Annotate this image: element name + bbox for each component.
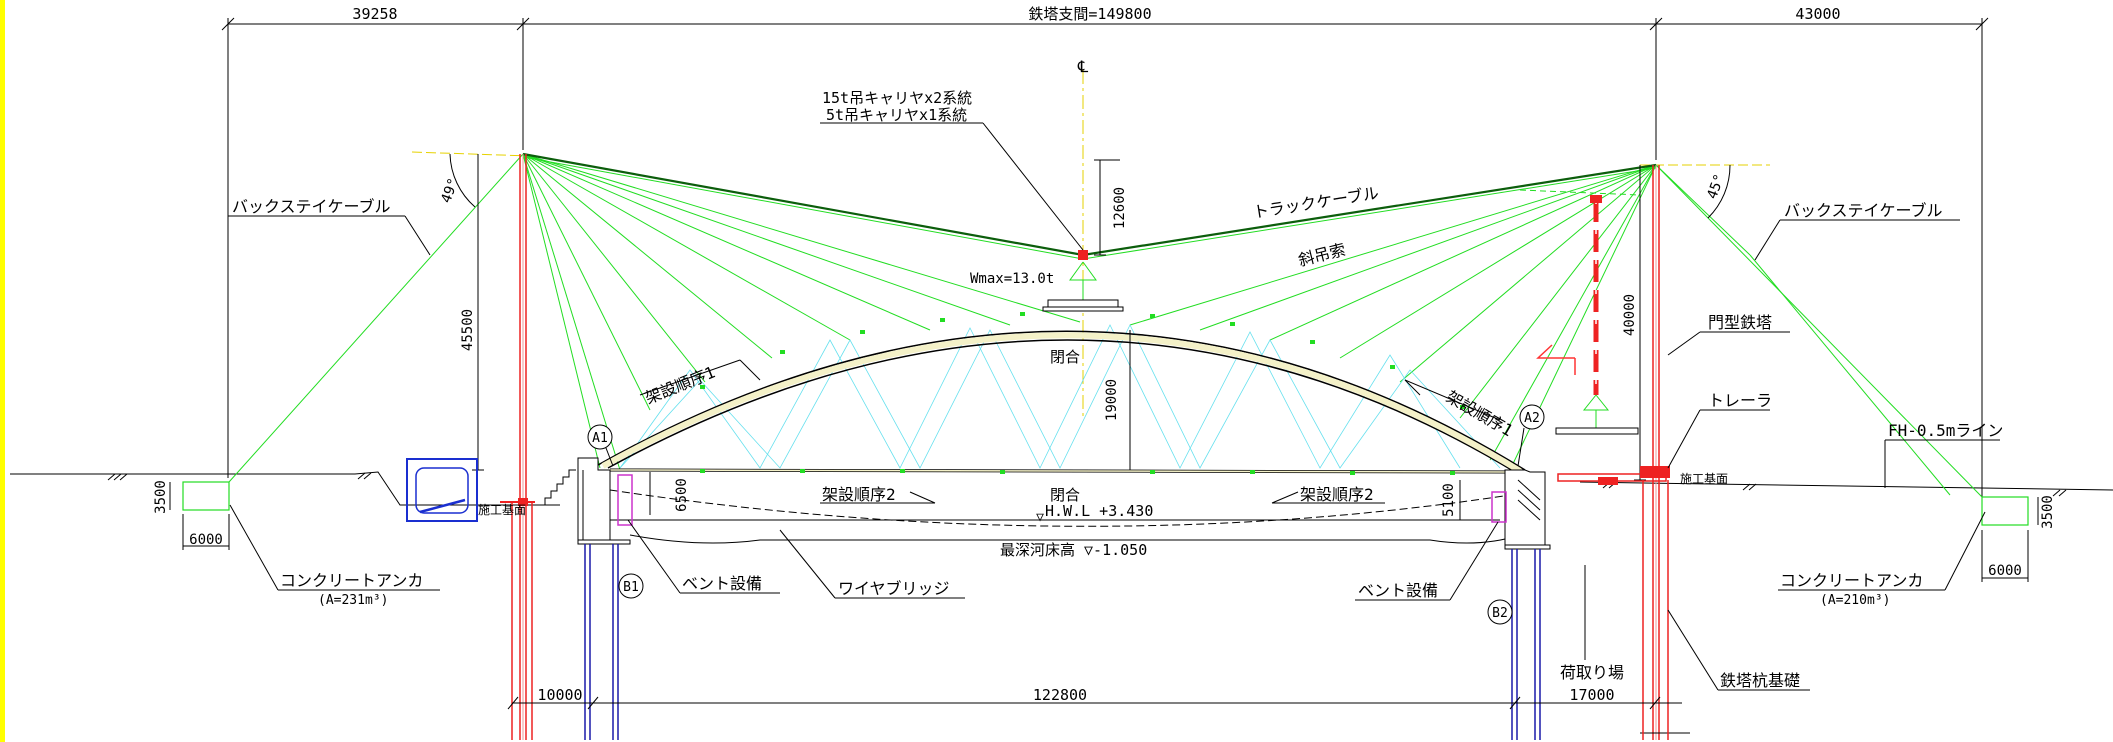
label-backstay-left: バックステイケーブル <box>232 197 391 216</box>
label-tower-foundation: 鉄塔杭基礎 <box>1720 671 1800 690</box>
angle-arc-right <box>1707 164 1731 219</box>
dim-bottom-left: 10000 <box>537 686 582 704</box>
callout-b1: B1 <box>618 573 644 599</box>
bent-left <box>617 474 633 526</box>
arch-markers <box>700 312 1465 475</box>
label-trailer: トレーラ <box>1708 391 1772 410</box>
anchor-right <box>1981 496 2029 526</box>
label-seq2-right: 架設順序2 <box>1300 485 1374 504</box>
dim-sag: 12600 <box>1112 187 1128 229</box>
label-portal-tower: 門型鉄塔 <box>1708 313 1772 332</box>
svg-text:B2: B2 <box>1492 606 1508 621</box>
dim-left-anchor-height: 3500 <box>153 480 169 514</box>
angle-arc-left <box>449 153 476 208</box>
angle-right: 45° <box>1704 172 1728 201</box>
abutment-left <box>577 457 631 545</box>
label-close-bottom: 閉合 <box>1050 486 1080 504</box>
tower-right <box>1640 165 1690 740</box>
dim-right-outer: 43000 <box>1795 5 1840 23</box>
label-seq2-left: 架設順序2 <box>822 485 896 504</box>
label-anchor-right-area: (A=210m³) <box>1820 593 1890 608</box>
label-track-cable: トラックケーブル <box>1252 183 1380 222</box>
label-const-base-right: 施工基面 <box>1680 472 1728 486</box>
svg-text:A1: A1 <box>592 431 608 446</box>
angle-left: 49° <box>438 176 462 205</box>
ground-line <box>10 471 560 506</box>
anchor-left <box>182 481 230 511</box>
bent-right <box>1491 491 1507 523</box>
hwl-symbol: ▽ <box>1036 510 1044 525</box>
label-carrier-1: 15t吊キャリヤx2系統 <box>822 89 972 107</box>
callout-b2: B2 <box>1487 599 1513 625</box>
label-seq1-left: 架設順序1 <box>642 363 717 408</box>
dim-right-abut-height: 5100 <box>1441 483 1457 517</box>
label-unloading: 荷取り場 <box>1560 663 1624 682</box>
track-cable-lower <box>522 156 1657 260</box>
dim-right-anchor-width: 6000 <box>1988 563 2022 579</box>
tower-left <box>519 154 527 740</box>
label-anchor-left-area: (A=231m³) <box>318 593 388 608</box>
dim-bottom-right: 17000 <box>1569 686 1614 704</box>
anchor-dims <box>169 482 2039 582</box>
dim-right-tower-height: 40000 <box>1622 294 1638 336</box>
arch-rib-inner <box>607 339 1516 473</box>
label-fh-line: FH-0.5mライン <box>1888 421 2003 440</box>
sheet-border-left <box>0 0 5 742</box>
svg-text:A2: A2 <box>1524 411 1540 426</box>
dim-right-anchor-height: 3500 <box>2040 495 2056 529</box>
label-anchor-left: コンクリートアンカ <box>280 571 423 590</box>
label-wmax: Wmax=13.0t <box>970 271 1054 287</box>
bottom-dimensions <box>507 696 1682 710</box>
dim-tower-span: 鉄塔支間=149800 <box>1028 5 1151 23</box>
svg-text:B1: B1 <box>623 580 639 595</box>
label-hwl: H.W.L +3.430 <box>1045 502 1153 520</box>
move-arrow <box>1536 344 1576 375</box>
label-close-top: 閉合 <box>1050 348 1080 366</box>
dim-left-abut-height: 6500 <box>674 478 690 512</box>
callout-a2: A2 <box>1517 404 1545 467</box>
carrier <box>1042 250 1124 312</box>
deck-girder-fill <box>609 469 1516 473</box>
sag-dimension <box>1094 159 1120 256</box>
river-bed <box>629 534 1521 544</box>
arch-rib-outer <box>597 330 1526 471</box>
label-carrier-2: 5t吊キャリヤx1系統 <box>826 106 967 124</box>
abutment-right <box>1504 469 1551 550</box>
label-anchor-right: コンクリートアンカ <box>1780 571 1923 590</box>
label-bent-right: ベント設備 <box>1358 581 1438 600</box>
abut-height-dims <box>649 472 1461 520</box>
callout-a1: A1 <box>587 424 614 467</box>
arch-rib-fill <box>601 332 1522 474</box>
tower-top-line-left <box>411 151 531 157</box>
dim-arch-rise: 19000 <box>1104 379 1120 421</box>
label-deepest: 最深河床高 ▽-1.050 <box>1000 541 1147 559</box>
guide-right <box>1519 189 1641 196</box>
machine-left <box>406 458 535 522</box>
dim-left-anchor-width: 6000 <box>189 532 223 548</box>
tower-height-dims <box>472 154 1646 481</box>
top-dimensions <box>221 17 1989 500</box>
wire-bridge <box>609 489 1511 527</box>
dim-left-tower-height: 45500 <box>460 309 476 351</box>
label-const-base-left: 施工基面 <box>478 503 526 517</box>
label-stay-cable: 斜吊索 <box>1296 240 1347 270</box>
leader-lines <box>228 122 2000 691</box>
tower-right-base <box>1557 466 1670 485</box>
label-bent-left: ベント設備 <box>682 574 762 593</box>
dim-left-outer: 39258 <box>352 5 397 23</box>
dim-bottom-mid: 122800 <box>1033 686 1087 704</box>
label-backstay-right: バックステイケーブル <box>1784 201 1943 220</box>
ground-right <box>1579 481 2113 491</box>
steps-left <box>540 469 576 506</box>
label-wire-bridge: ワイヤブリッジ <box>838 579 950 598</box>
hoist-rig <box>1555 195 1639 435</box>
track-cable <box>522 152 1657 257</box>
centerline-symbol: ℄ <box>1077 57 1089 76</box>
